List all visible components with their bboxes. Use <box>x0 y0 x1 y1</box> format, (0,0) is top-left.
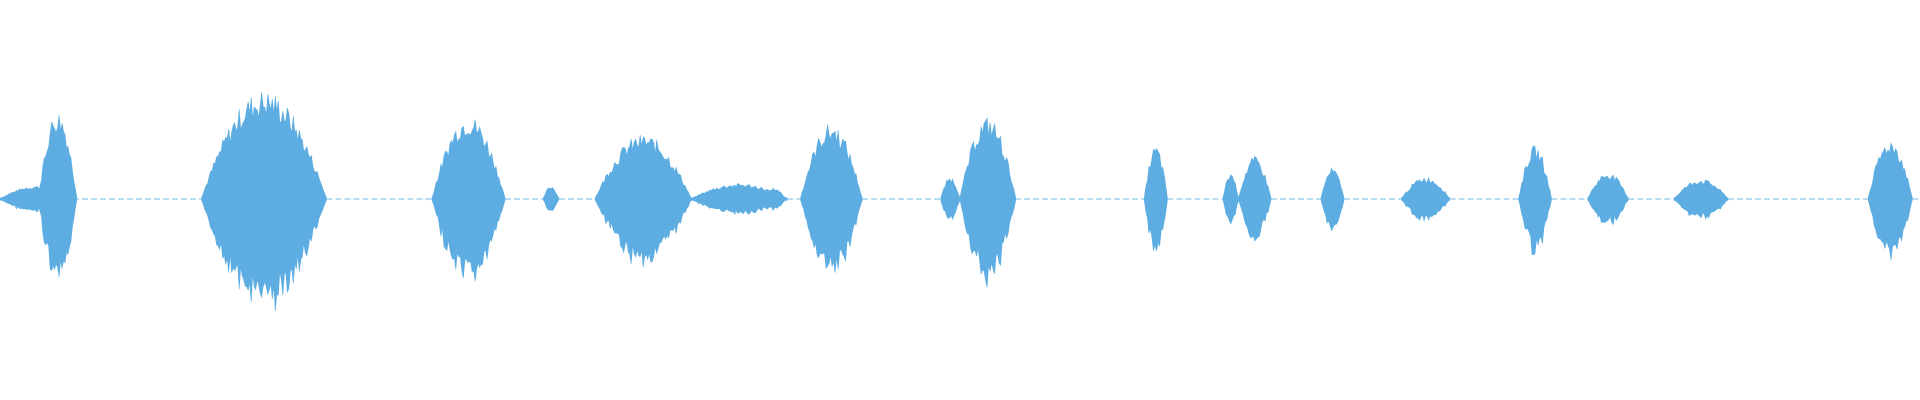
waveform-burst <box>1401 176 1450 222</box>
waveform-burst <box>959 116 1016 288</box>
waveform-burst <box>201 92 327 311</box>
waveform-burst <box>800 124 863 273</box>
waveform-burst <box>594 135 692 268</box>
waveform-burst <box>431 119 506 282</box>
waveform-burst <box>690 183 788 215</box>
waveform-bursts <box>0 92 1913 311</box>
waveform-burst <box>1144 148 1168 251</box>
waveform-burst <box>1320 167 1345 232</box>
waveform-burst <box>1587 174 1629 226</box>
waveform-burst <box>1238 156 1272 242</box>
waveform-burst <box>763 187 786 212</box>
waveform-burst <box>1222 174 1239 225</box>
waveform-burst <box>940 178 961 221</box>
waveform-burst <box>38 114 78 277</box>
waveform-burst <box>543 187 559 211</box>
waveform-burst <box>1673 179 1729 220</box>
waveform-burst <box>1867 142 1913 261</box>
waveform-burst <box>1518 145 1552 256</box>
